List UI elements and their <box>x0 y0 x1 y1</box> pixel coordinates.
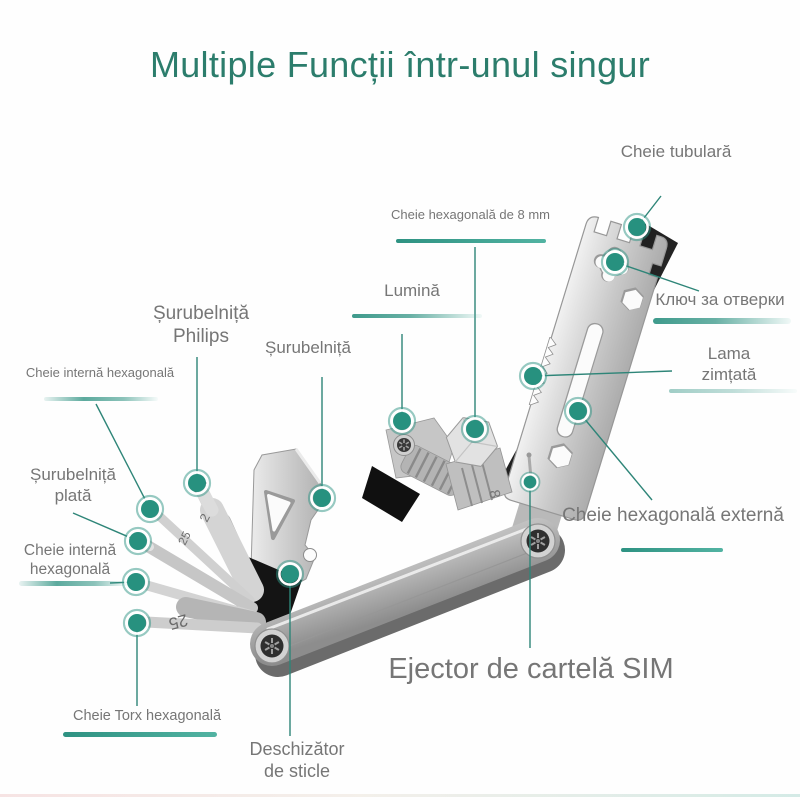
callout-label-cheie-tubulara: Cheie tubulară <box>620 142 732 161</box>
flat-blade-2mm <box>200 498 264 602</box>
callout-label-cheie-interna-hexagonala-jos: Cheie internă hexagonală <box>23 542 117 578</box>
callout-label-cheie-hexagonala-8mm: Cheie hexagonală de 8 mm <box>391 207 550 222</box>
callout-label-surubelnita: Șurubelniță <box>264 338 351 357</box>
hex-cutout <box>620 287 644 311</box>
underline-cheie-interna-hexagonala-jos <box>19 581 127 586</box>
dot-hex-internal-top <box>135 494 165 524</box>
dot-hex-8mm <box>460 414 490 444</box>
callout-label-cheie-hexagonala-externa: Cheie hexagonală externă <box>562 505 784 526</box>
flat-screwdriver-bit <box>140 539 258 614</box>
dot-torx <box>122 608 152 638</box>
tool-main-handle <box>250 518 565 677</box>
underline-cheie-hexagonala-externa <box>621 548 723 552</box>
callout-label-surubelnita-plata: Șurubelniță plată <box>29 465 116 505</box>
underline-cheie-hexagonala-8mm <box>396 239 546 243</box>
underline-lumina <box>352 314 482 318</box>
dot-surubelnita <box>307 483 337 513</box>
callout-label-ejector-sim: Ejector de cartelă SIM <box>388 653 674 685</box>
dot-bottle-opener <box>275 559 305 589</box>
dot-otverki <box>600 247 630 277</box>
leader-lines <box>72 195 700 736</box>
underline-kluch-za-otverki <box>653 318 791 324</box>
bottom-accent-line <box>0 794 800 797</box>
engraving-25-lower: 25 <box>167 610 190 633</box>
underline-cheie-torx-hexagonala <box>63 732 217 737</box>
pivot-screw-right <box>520 523 556 559</box>
dot-hex-external <box>563 396 593 426</box>
callout-label-cheie-interna-hexagonala-sus: Cheie internă hexagonală <box>25 365 175 380</box>
underline-cheie-interna-hexagonala-sus <box>44 397 158 401</box>
tool-bottle-opener <box>249 448 328 603</box>
engraving-8: 8 <box>485 488 503 500</box>
underline-lama-zimtata <box>669 389 797 393</box>
callout-label-cheie-torx-hexagonala: Cheie Torx hexagonală <box>72 708 222 724</box>
page-title: Multiple Funcții într-unul singur <box>149 44 651 85</box>
callout-label-kluch-za-otverki: Ключ за отверки <box>655 290 785 309</box>
external-hex-opening <box>547 443 573 469</box>
engraving-25-upper: 25 <box>175 529 194 548</box>
dot-tubular <box>622 212 652 242</box>
dot-serrated-blade <box>518 361 548 391</box>
callout-label-deschizator-sticle: Deschizător de sticle <box>249 739 345 781</box>
tool-8mm-socket: 8 <box>445 417 513 511</box>
callout-label-lama-zimtata: Lama zimțată <box>701 344 757 384</box>
callout-label-lumina: Lumină <box>384 281 440 300</box>
dot-sim-pin <box>519 471 541 493</box>
tool-light-module <box>362 417 466 522</box>
dot-philips <box>182 468 212 498</box>
callout-label-surubelnita-philips: Șurubelniță Philips <box>152 303 250 348</box>
pivot-screw-left <box>254 628 290 664</box>
hex-key-bit <box>151 508 255 605</box>
callout-dots <box>121 212 652 638</box>
dot-light <box>387 406 417 436</box>
torx-key-bit <box>140 616 263 634</box>
dot-flat-screwdriver <box>123 526 153 556</box>
